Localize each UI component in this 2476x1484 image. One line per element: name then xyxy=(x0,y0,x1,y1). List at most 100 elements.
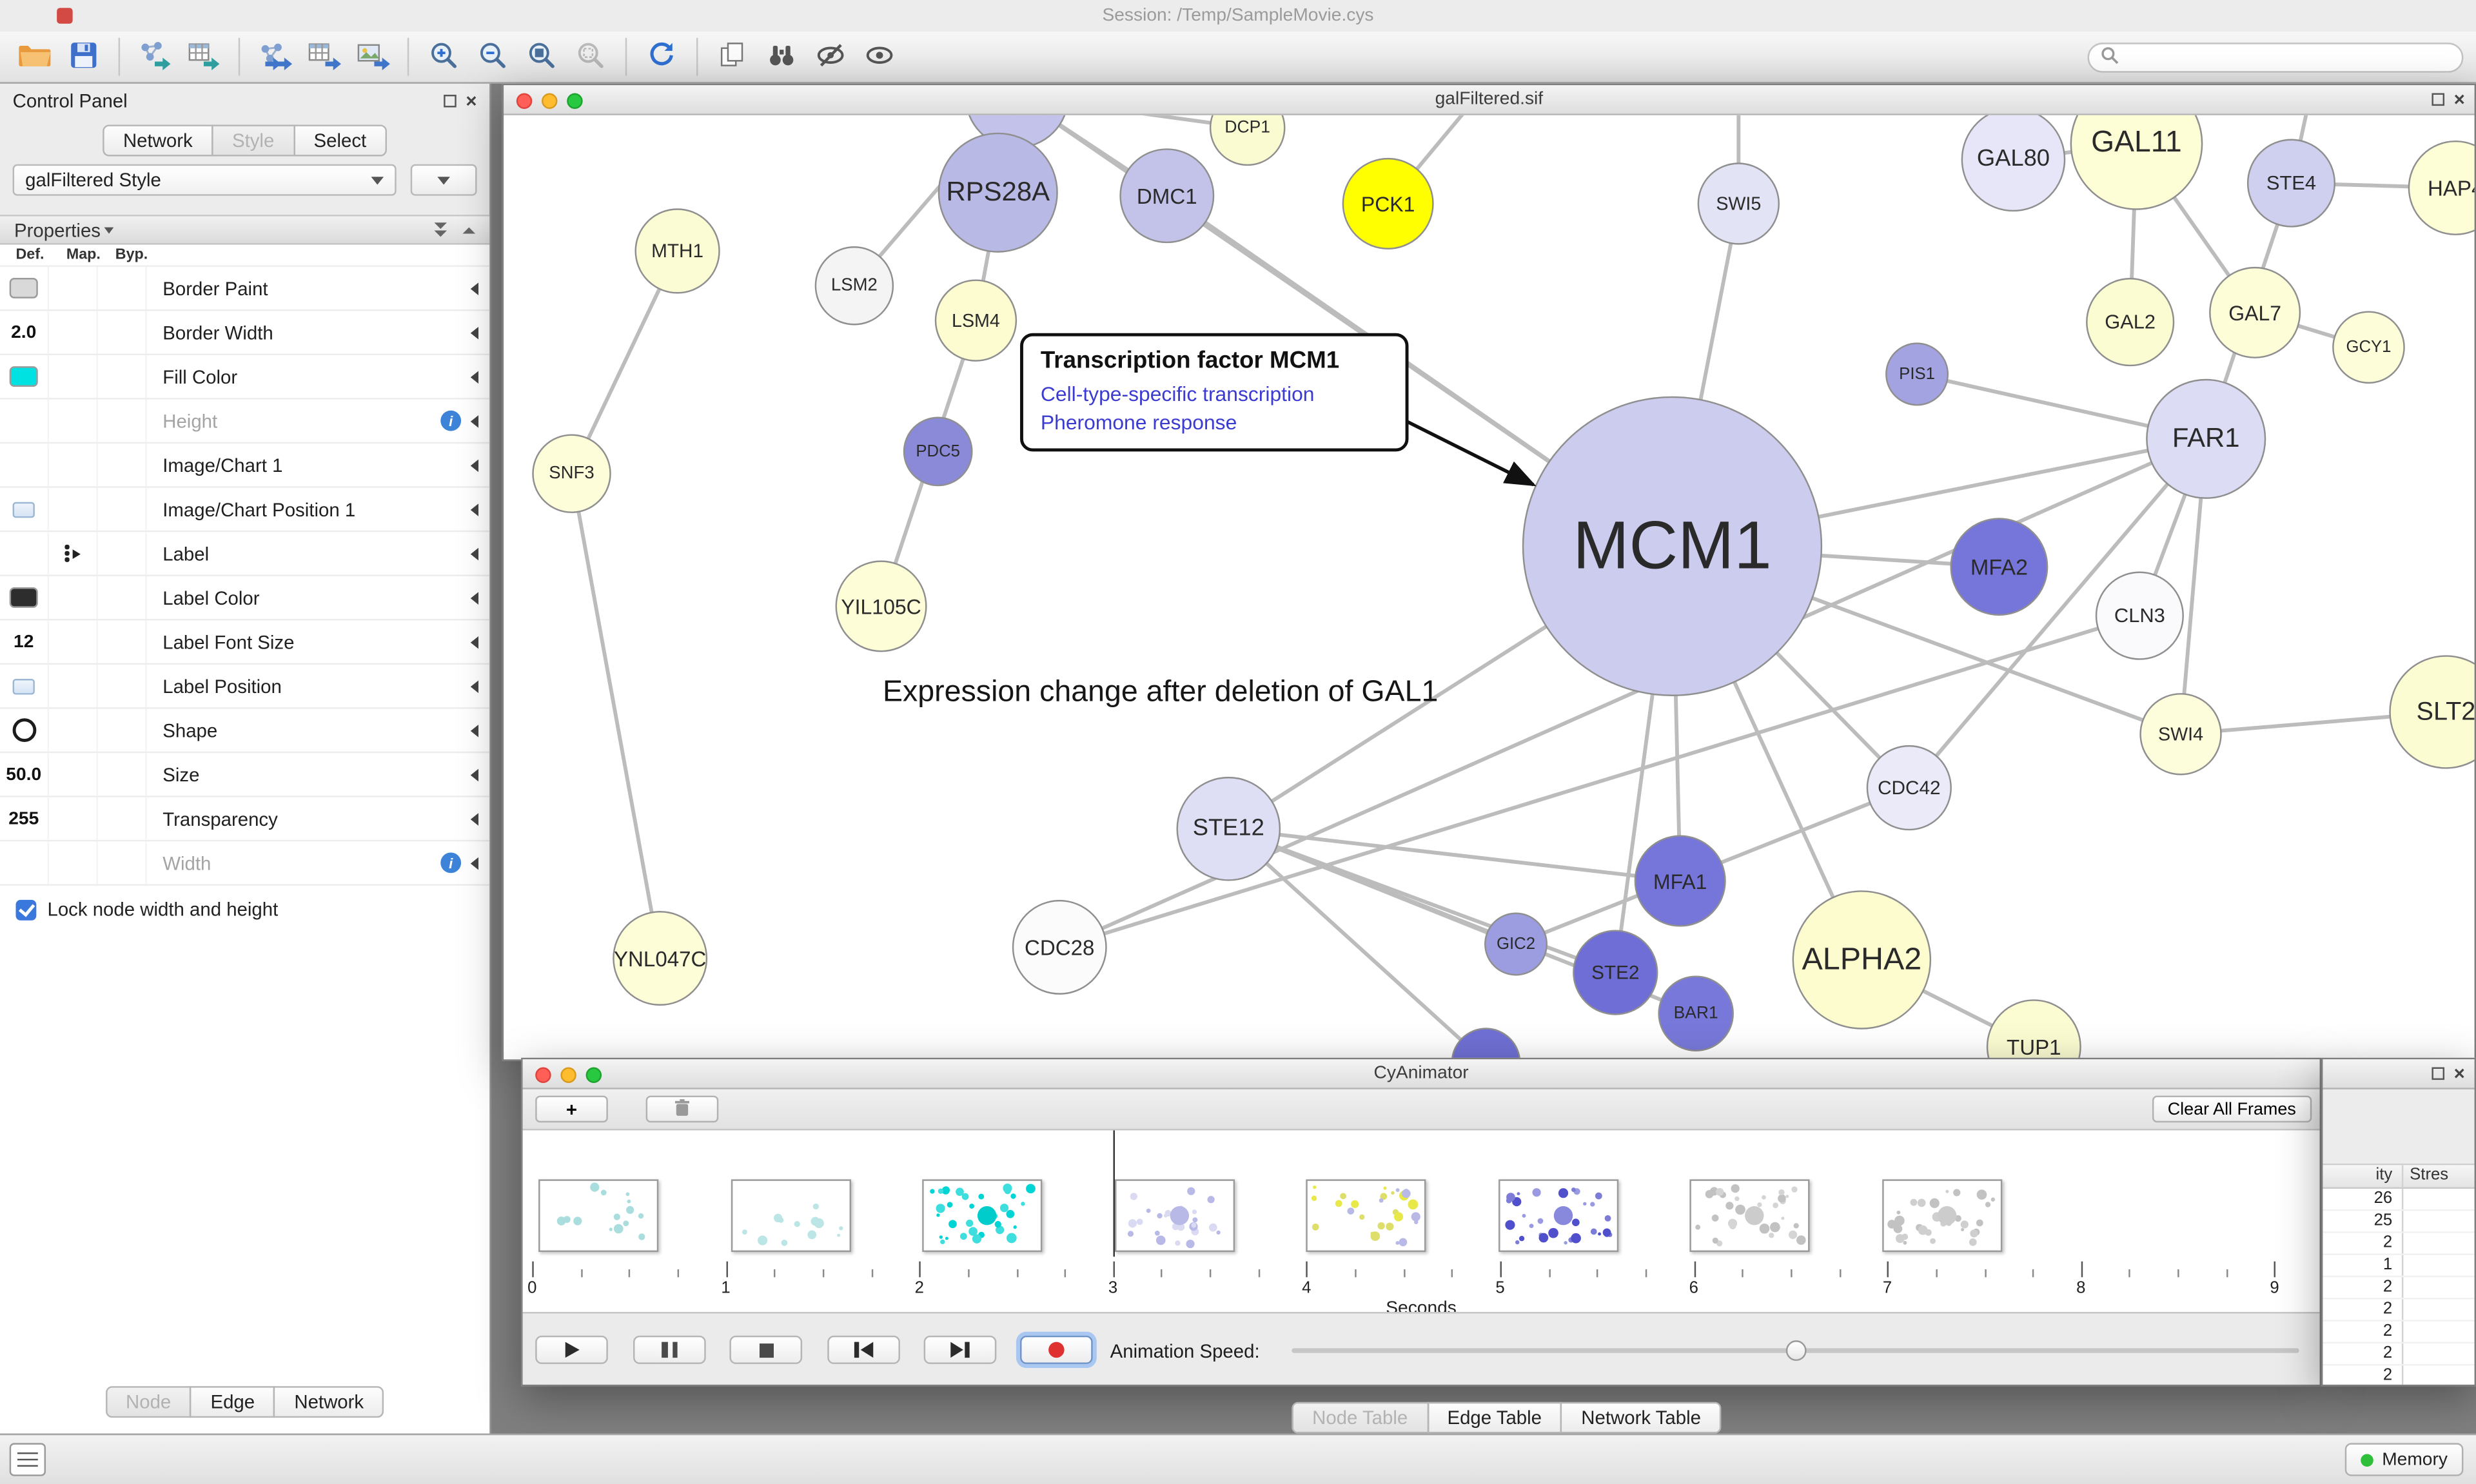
property-row-label-position[interactable]: Label Position xyxy=(0,665,490,709)
lock-size-row[interactable]: Lock node width and height xyxy=(0,886,489,921)
close-panel-icon[interactable]: × xyxy=(2453,1062,2465,1085)
default-value-cell[interactable]: 255 xyxy=(0,797,49,840)
save-session-button[interactable] xyxy=(62,35,106,78)
default-value-cell[interactable] xyxy=(0,841,49,884)
result-row[interactable]: 25 xyxy=(2323,1211,2475,1233)
property-row-shape[interactable]: Shape xyxy=(0,708,490,754)
bypass-cell[interactable] xyxy=(98,532,147,575)
mapping-cell[interactable] xyxy=(49,576,98,620)
panel-toggle-button[interactable] xyxy=(9,1443,46,1476)
bypass-cell[interactable] xyxy=(98,444,147,487)
network-node-cdc28[interactable]: CDC28 xyxy=(1012,899,1107,995)
network-node-gcy1[interactable]: GCY1 xyxy=(2332,311,2405,384)
properties-header-bar[interactable]: Properties xyxy=(0,215,490,245)
network-node-gal80[interactable]: GAL80 xyxy=(1961,115,2066,212)
maximize-button[interactable] xyxy=(567,92,583,108)
play-button[interactable] xyxy=(535,1335,608,1364)
expand-chevron-icon[interactable] xyxy=(470,326,479,339)
bypass-cell[interactable] xyxy=(98,753,147,796)
frame-thumbnail-8[interactable] xyxy=(1881,1179,2002,1253)
network-node-gic2[interactable]: GIC2 xyxy=(1484,912,1548,976)
network-node-ste2[interactable]: STE2 xyxy=(1573,930,1658,1015)
property-row-label[interactable]: Label xyxy=(0,532,490,576)
default-value-cell[interactable] xyxy=(0,444,49,487)
export-image-button[interactable] xyxy=(351,35,395,78)
open-session-button[interactable] xyxy=(13,35,57,78)
frame-thumbnail-6[interactable] xyxy=(1497,1179,1618,1253)
network-edge[interactable] xyxy=(1227,827,1486,1060)
previous-frame-button[interactable] xyxy=(827,1335,900,1364)
network-node-ste4[interactable]: STE4 xyxy=(2246,139,2336,228)
bypass-cell[interactable] xyxy=(98,708,147,752)
search-input[interactable] xyxy=(2125,47,2451,66)
close-window-icon[interactable]: × xyxy=(2453,88,2465,111)
zoom-selected-button[interactable] xyxy=(569,35,613,78)
network-node-ynl047c[interactable]: YNL047C xyxy=(613,911,708,1006)
default-value-cell[interactable]: 50.0 xyxy=(0,753,49,796)
network-node-lsm4[interactable]: LSM4 xyxy=(934,279,1017,362)
tab-style[interactable]: Style xyxy=(211,124,295,157)
mapping-cell[interactable] xyxy=(49,708,98,752)
network-node-ste12[interactable]: STE12 xyxy=(1176,776,1281,881)
show-all-button[interactable] xyxy=(858,35,902,78)
mapping-cell[interactable] xyxy=(49,532,98,575)
bypass-cell[interactable] xyxy=(98,399,147,442)
expand-chevron-icon[interactable] xyxy=(470,812,479,825)
default-value-cell[interactable] xyxy=(0,708,49,752)
style-selector-dropdown[interactable]: galFiltered Style xyxy=(12,164,397,196)
color-swatch[interactable] xyxy=(9,366,38,387)
collapse-all-icon[interactable] xyxy=(462,226,476,233)
result-row[interactable]: 2 xyxy=(2323,1233,2475,1255)
refresh-view-button[interactable] xyxy=(640,35,684,78)
default-value-cell[interactable]: 12 xyxy=(0,620,49,663)
default-value-cell[interactable] xyxy=(0,399,49,442)
expand-chevron-icon[interactable] xyxy=(470,414,479,427)
network-node-lsm2[interactable]: LSM2 xyxy=(814,246,894,326)
expand-chevron-icon[interactable] xyxy=(470,458,479,472)
hide-selected-button[interactable] xyxy=(809,35,853,78)
playhead[interactable] xyxy=(1113,1130,1115,1257)
search-box[interactable] xyxy=(2087,41,2464,72)
maximize-button[interactable] xyxy=(585,1066,602,1082)
network-node-pis1[interactable]: PIS1 xyxy=(1885,342,1949,406)
bypass-cell[interactable] xyxy=(98,620,147,663)
network-node-mth1[interactable]: MTH1 xyxy=(634,208,720,294)
network-node-cln3[interactable]: CLN3 xyxy=(2095,571,2184,660)
network-node-swi4[interactable]: SWI4 xyxy=(2139,693,2222,776)
close-button[interactable] xyxy=(516,92,533,108)
network-node-yil105c[interactable]: YIL105C xyxy=(835,560,927,652)
frame-thumbnail-7[interactable] xyxy=(1689,1179,1810,1253)
slider-knob[interactable] xyxy=(1785,1339,1806,1360)
expand-all-icon[interactable] xyxy=(434,222,447,237)
network-edge[interactable] xyxy=(1907,437,2208,789)
expand-chevron-icon[interactable] xyxy=(470,547,479,560)
record-button[interactable] xyxy=(1020,1335,1093,1364)
default-value-cell[interactable] xyxy=(0,487,49,531)
column-header[interactable]: Stres xyxy=(2401,1165,2475,1187)
network-node-dmc1[interactable]: DMC1 xyxy=(1119,148,1215,244)
delete-frame-button[interactable] xyxy=(645,1095,719,1123)
network-node-mfa2[interactable]: MFA2 xyxy=(1950,518,2049,616)
position-widget-icon[interactable] xyxy=(12,501,35,518)
property-row-border-paint[interactable]: Border Paint xyxy=(0,266,490,311)
mapping-cell[interactable] xyxy=(49,444,98,487)
frame-thumbnail-2[interactable] xyxy=(730,1179,850,1253)
style-options-button[interactable] xyxy=(410,164,477,196)
expand-chevron-icon[interactable] xyxy=(470,503,479,516)
tab-select[interactable]: Select xyxy=(293,124,388,157)
clone-network-button[interactable] xyxy=(711,35,755,78)
result-row[interactable]: 26 xyxy=(2323,1189,2475,1211)
default-value-cell[interactable] xyxy=(0,532,49,575)
tab-network[interactable]: Network xyxy=(273,1386,384,1418)
property-row-image-chart-position-1[interactable]: Image/Chart Position 1 xyxy=(0,487,490,532)
mapping-cell[interactable] xyxy=(49,487,98,531)
network-node-mfa1[interactable]: MFA1 xyxy=(1634,835,1726,927)
network-node-bar1[interactable]: BAR1 xyxy=(1658,975,1734,1052)
export-table-button[interactable] xyxy=(302,35,346,78)
expand-chevron-icon[interactable] xyxy=(470,723,479,737)
